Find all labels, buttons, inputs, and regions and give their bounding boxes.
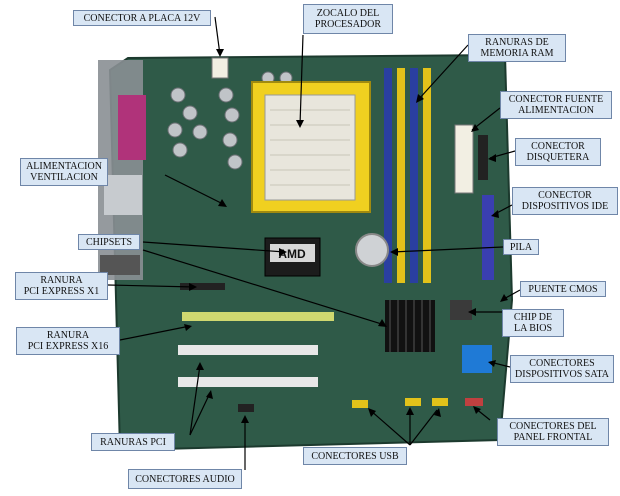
audio-header [238,404,254,412]
arrowheads [184,49,508,423]
label-zocalo-procesador: ZOCALO DEL PROCESADOR [303,4,393,34]
label-conectores-usb: CONECTORES USB [303,447,407,465]
pcie-x16-slot [182,312,334,321]
arrows [107,16,521,470]
label-conectores-audio: CONECTORES AUDIO [128,469,242,489]
southbridge-heatsink [385,300,435,352]
ram-slot-1 [384,68,392,283]
label-ranuras-pci: RANURAS PCI [91,433,175,451]
label-pila: PILA [503,239,539,255]
label-ranuras-memoria: RANURAS DE MEMORIA RAM [468,34,566,62]
atx-power-connector [454,124,474,194]
label-conectores-panel: CONECTORES DEL PANEL FRONTAL [497,418,609,446]
sata-connectors [462,345,492,373]
heatsink-fins [389,300,431,352]
label-chip-bios: CHIP DE LA BIOS [502,309,564,337]
audio-jacks [100,255,140,275]
ram-slot-3 [410,68,418,283]
cpu-pin-grid [270,109,350,186]
usb-header-2 [405,398,421,406]
label-conector-disquetera: CONECTOR DISQUETERA [515,138,601,166]
pci-slot-1 [178,345,318,355]
amd-logo: AMD [278,247,306,261]
parallel-port [118,95,146,160]
label-conector-placa-12v: CONECTOR A PLACA 12V [73,10,211,26]
bios-chip [450,300,472,320]
floppy-connector [478,135,488,180]
amd-logo-plate [270,244,315,262]
label-conector-ide: CONECTOR DISPOSITIVOS IDE [512,187,618,215]
label-conector-fuente: CONECTOR FUENTE ALIMENTACION [500,91,612,119]
label-conectores-sata: CONECTORES DISPOSITIVOS SATA [510,355,614,383]
label-alimentacion-ventilacion: ALIMENTACION VENTILACION [20,158,108,186]
pci-slot-2 [178,377,318,387]
usb-header-3 [432,398,448,406]
label-ranura-pcie-x1: RANURA PCI EXPRESS X1 [15,272,108,300]
ram-slot-2 [397,68,405,283]
ram-slot-4 [423,68,431,283]
cpu-socket [264,94,356,201]
12v-connector [211,57,229,79]
label-puente-cmos: PUENTE CMOS [520,281,606,297]
front-panel-header [465,398,483,406]
cmos-battery [355,233,389,267]
usb-header-1 [352,400,368,408]
ide-connector [482,195,494,280]
pcie-x1-slot [180,283,225,290]
label-chipsets: CHIPSETS [78,234,140,250]
usb-ports [104,175,142,215]
label-ranura-pcie-x16: RANURA PCI EXPRESS X16 [16,327,120,355]
